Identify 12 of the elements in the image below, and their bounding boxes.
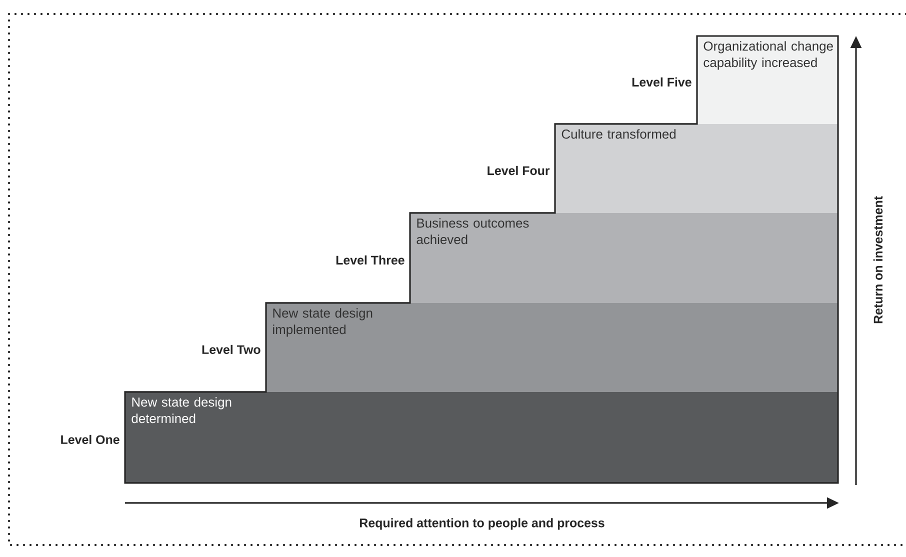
step-band: New state design implemented — [266, 302, 838, 392]
step-band: Business outcomes achieved — [410, 212, 838, 303]
level-label: Level Four — [488, 166, 550, 176]
step-band: New state design determined — [125, 392, 838, 483]
axis-title: Return on investment — [873, 196, 883, 324]
level-label: Level Two — [202, 344, 260, 354]
level-label: Level Five — [632, 77, 692, 87]
level-label: Level One — [61, 434, 120, 444]
axis-title: Required attention to people and process — [360, 518, 604, 530]
step-band: Organizational change capability increased — [697, 36, 838, 124]
level-label: Level Three — [336, 255, 404, 265]
step-band: Culture transformed — [555, 124, 838, 213]
